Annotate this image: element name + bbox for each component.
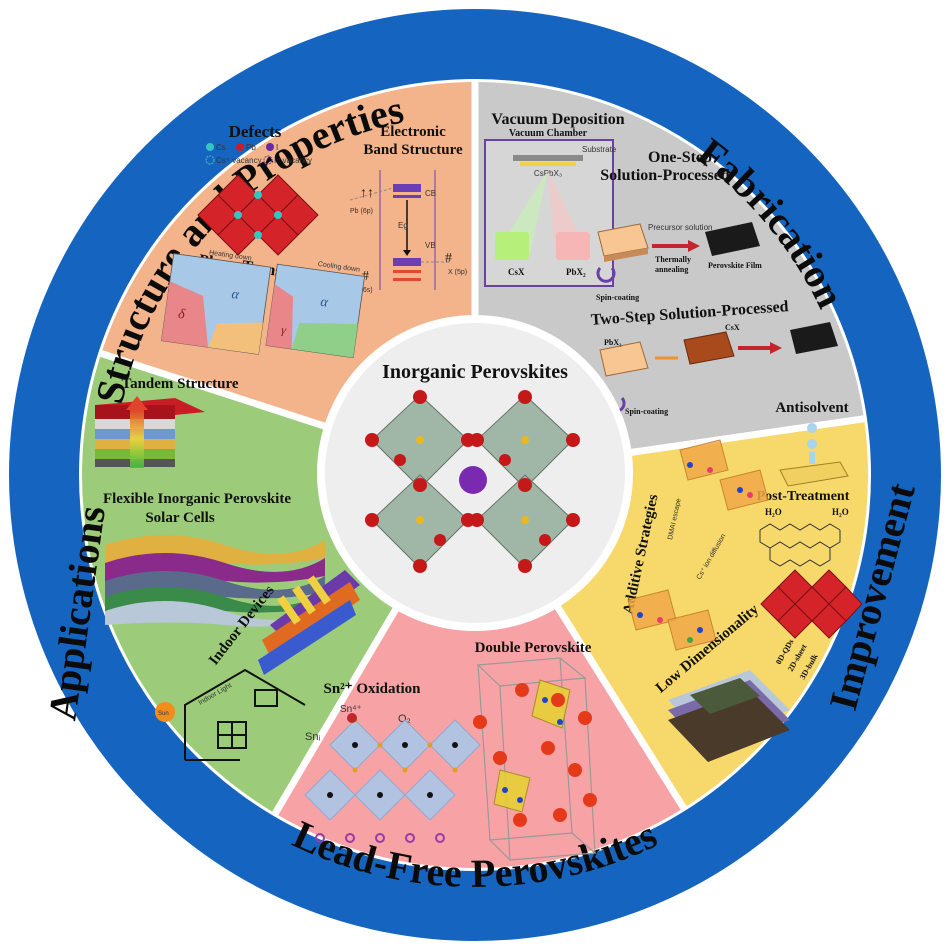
structure-panel: Defects Cs Pb I Cs⁺ vacancy I⁻ vacancy: [161, 122, 467, 359]
band-eg: Eg: [398, 221, 408, 230]
sun-label: Sun: [158, 711, 169, 717]
thermal-label-2: annealing: [655, 265, 688, 274]
spin-icon: [596, 267, 616, 283]
band-pb6p: Pb (6p): [350, 208, 373, 215]
improvement-panel: Antisolvent Post-Treatment H₂O H₂O Addit…: [621, 400, 863, 762]
flexible-title-1: Flexible Inorganic Perovskite: [103, 491, 291, 507]
substrate-label: Substrate: [582, 145, 617, 154]
antisolvent-icon: [779, 423, 849, 487]
thermal-label-1: Thermally: [655, 255, 691, 264]
csx-label: CsX: [508, 267, 525, 277]
pbx-label: PbX₂: [566, 267, 586, 277]
legend-cs-vacancy: Cs⁺ vacancy: [216, 156, 262, 165]
additive-dots: [637, 462, 753, 643]
sn-lattice-atoms: [315, 713, 458, 843]
house-icon: [184, 668, 306, 761]
band-cb: CB: [425, 189, 436, 198]
film: [520, 162, 576, 166]
two-step-substrate-2: [683, 331, 735, 365]
precursor-label: Precursor solution: [648, 223, 712, 232]
post-treatment-title: Post-Treatment: [757, 489, 850, 504]
csx-source: [495, 232, 529, 260]
phase-delta: δ: [177, 307, 186, 323]
vacuum-chamber-box: [484, 139, 614, 287]
indoor-device-icon: [258, 570, 360, 675]
two-step-substrate-1: [599, 341, 649, 377]
sn4-label: Sn⁴⁺: [340, 704, 362, 715]
legend-i-vacancy: I⁻ vacancy: [274, 156, 312, 165]
arrow-glyph: #: [362, 269, 369, 284]
tandem-title: Tandem Structure: [121, 376, 238, 392]
double-perovskite-atoms: [473, 679, 597, 827]
phase-diagram-right: α γ Cooling down: [265, 261, 365, 359]
tandem-stack-icon: [95, 396, 205, 468]
lead-free-panel: Double Perovskite Sn²⁺ Oxidation Sn⁴⁺ O₂…: [304, 640, 597, 861]
flexible-title-2: Solar Cells: [145, 510, 214, 526]
legend-i: I: [276, 143, 278, 152]
flexible-cell-icon: [105, 535, 325, 627]
arrow-glyph: ↑↑: [360, 186, 374, 201]
sn-oxidation-title: Sn²⁺ Oxidation: [323, 681, 421, 697]
vacuum-title: Vacuum Deposition: [491, 111, 624, 128]
vacuum-chamber-label: Vacuum Chamber: [509, 128, 588, 139]
substrate: [513, 155, 583, 161]
one-step-title-1: One-Step: [648, 149, 712, 166]
defect-crystal-icon: [197, 174, 319, 256]
sn-i-label: Snᵢ: [305, 731, 320, 743]
legend-cs: Cs: [216, 143, 226, 152]
defects-title: Defects: [229, 122, 282, 141]
sun-icon: [155, 702, 175, 722]
phase-gamma: γ: [280, 322, 287, 337]
center-title: Inorganic Perovskites: [382, 361, 568, 383]
phase-alpha-2: α: [320, 295, 330, 311]
phase-alpha: α: [231, 287, 241, 303]
graphene-icon: [759, 523, 841, 567]
perovskite-film-label: Perovskite Film: [708, 261, 762, 270]
band-i5p: X (5p): [448, 269, 467, 276]
sector-lead-free: [230, 475, 735, 868]
antisolvent-title: Antisolvent: [775, 400, 848, 416]
perovskite-crystal-icon: [365, 390, 580, 573]
spin-coating-label-2: Spin-coating: [625, 407, 668, 416]
cs-atom: [459, 466, 487, 494]
low-dim-device-icon: [668, 670, 790, 762]
fabrication-panel: Vacuum Deposition Vacuum Chamber Substra…: [484, 111, 838, 416]
additive-structures: [627, 439, 769, 651]
legend-pb: Pb: [246, 143, 256, 152]
pbx-source: [556, 232, 590, 260]
band-title-2: Band Structure: [363, 142, 463, 158]
two-step-csx: CsX: [725, 323, 740, 332]
band-title-1: Electronic: [380, 124, 446, 140]
h2o-left: H₂O: [765, 507, 782, 517]
two-step-film: [790, 322, 838, 354]
arrow-glyph: #: [445, 251, 452, 266]
band-vb: VB: [425, 241, 436, 250]
one-step-title-2: Solution-Processed: [600, 167, 730, 184]
two-step-pbx2: PbX₂: [604, 338, 622, 347]
perovskite-film-black: [705, 222, 760, 256]
phase-diagram-left: α δ Heating down: [161, 249, 272, 355]
spin-coating-label: Spin-coating: [596, 293, 639, 302]
improvement-crystal-icon: [760, 569, 863, 639]
double-perovskite-title: Double Perovskite: [475, 640, 592, 656]
h2o-right: H₂O: [832, 507, 849, 517]
film-label: CsPbX₃: [534, 169, 562, 178]
